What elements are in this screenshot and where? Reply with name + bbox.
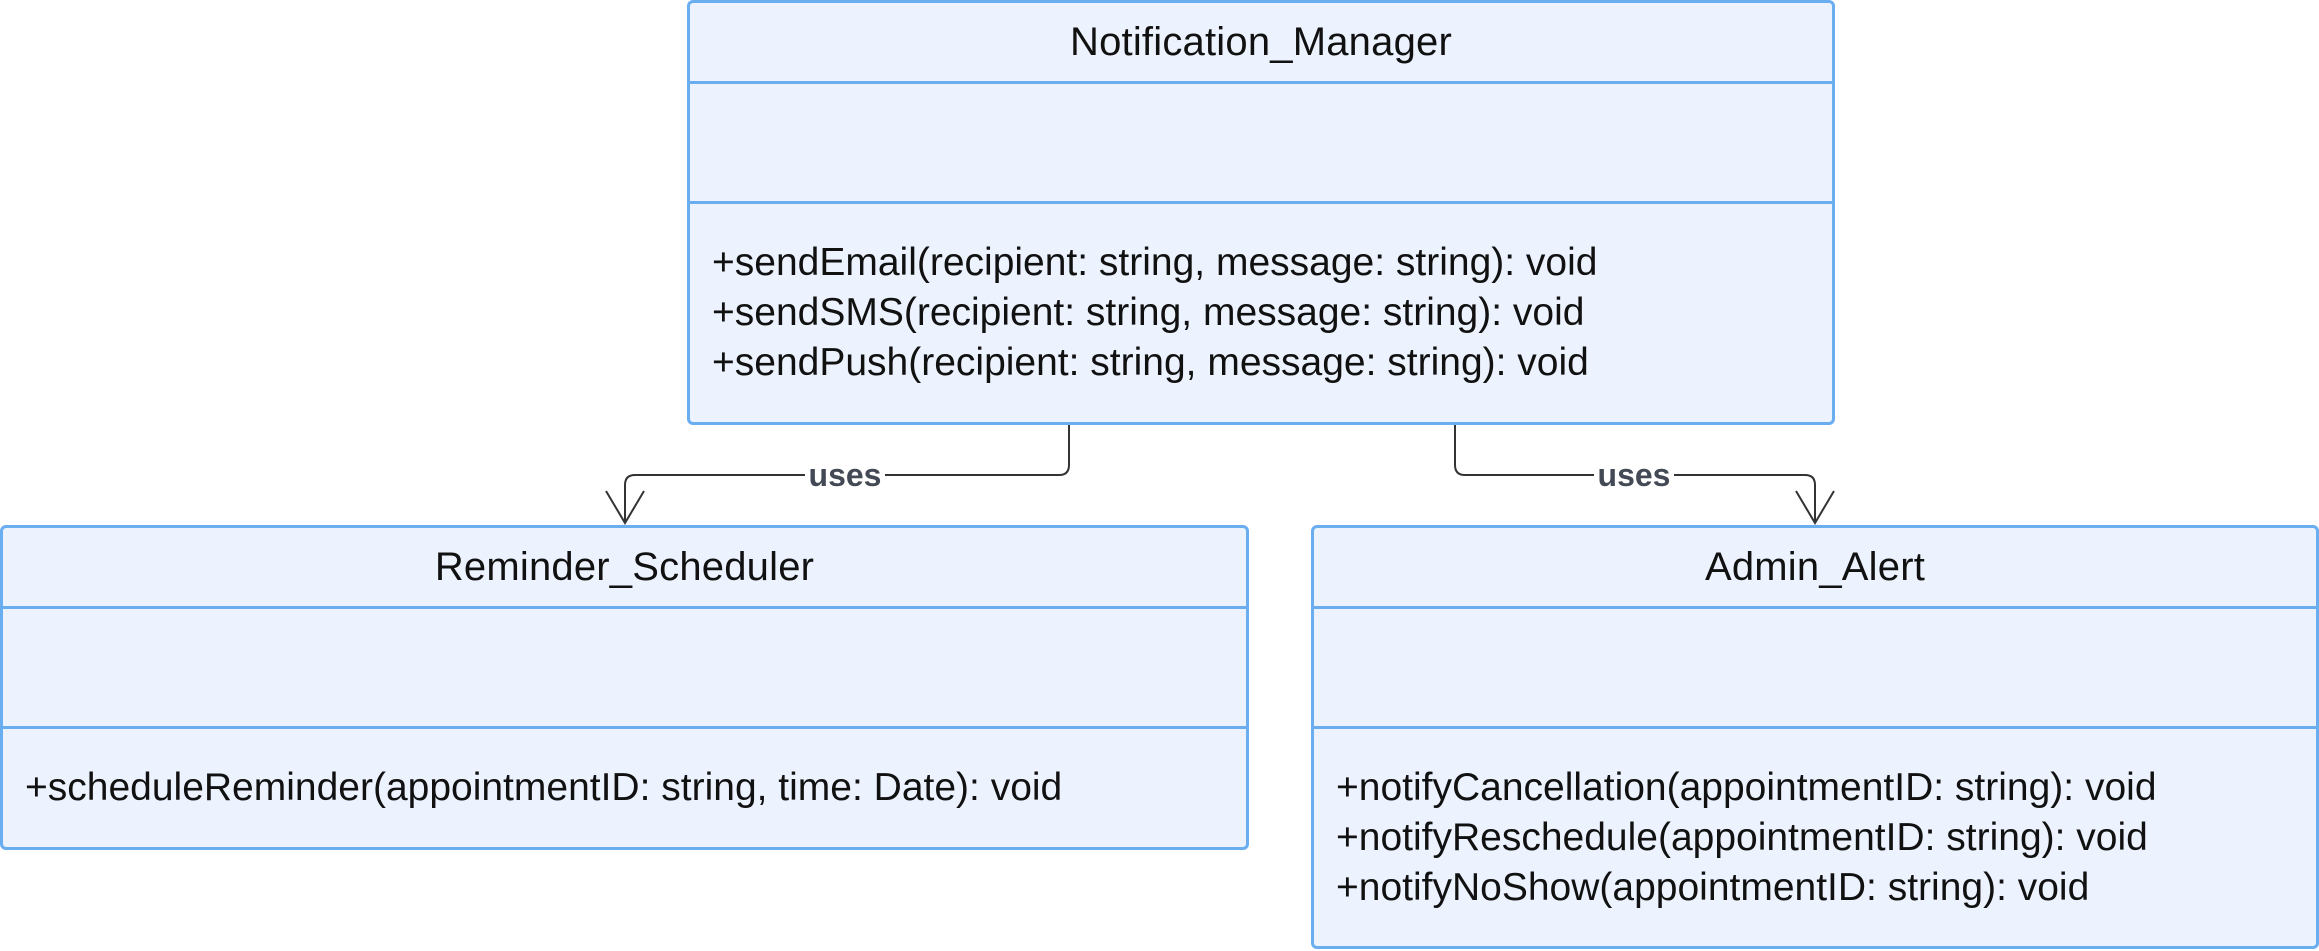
method-notify-cancellation: +notifyCancellation(appointmentID: strin…: [1336, 766, 2157, 809]
class-name: Reminder_Scheduler: [3, 528, 1246, 609]
method-send-email: +sendEmail(recipient: string, message: s…: [712, 241, 1598, 284]
method-notify-reschedule: +notifyReschedule(appointmentID: string)…: [1336, 816, 2148, 859]
method-notify-no-show: +notifyNoShow(appointmentID: string): vo…: [1336, 866, 2090, 909]
class-name: Notification_Manager: [690, 3, 1832, 84]
relation-arrowhead-reminder: [605, 490, 645, 525]
class-methods-section: +scheduleReminder(appointmentID: string,…: [3, 729, 1246, 813]
class-notification-manager[interactable]: Notification_Manager +sendEmail(recipien…: [687, 0, 1835, 425]
class-name: Admin_Alert: [1314, 528, 2316, 609]
relation-label-bg-reminder: [805, 458, 885, 492]
method-schedule-reminder: +scheduleReminder(appointmentID: string,…: [25, 766, 1063, 809]
method-send-sms: +sendSMS(recipient: string, message: str…: [712, 291, 1585, 334]
method-send-push: +sendPush(recipient: string, message: st…: [712, 341, 1589, 384]
relation-label-bg-admin: [1594, 458, 1674, 492]
class-methods-section: +sendEmail(recipient: string, message: s…: [690, 204, 1832, 388]
relation-label-reminder: uses: [809, 457, 882, 493]
class-attributes-section: [1314, 609, 2316, 729]
relation-label-admin: uses: [1598, 457, 1671, 493]
class-admin-alert[interactable]: Admin_Alert +notifyCancellation(appointm…: [1311, 525, 2319, 949]
relation-arrowhead-admin: [1795, 490, 1835, 525]
class-reminder-scheduler[interactable]: Reminder_Scheduler +scheduleReminder(app…: [0, 525, 1249, 850]
class-attributes-section: [690, 84, 1832, 204]
class-attributes-section: [3, 609, 1246, 729]
class-methods-section: +notifyCancellation(appointmentID: strin…: [1314, 729, 2316, 913]
